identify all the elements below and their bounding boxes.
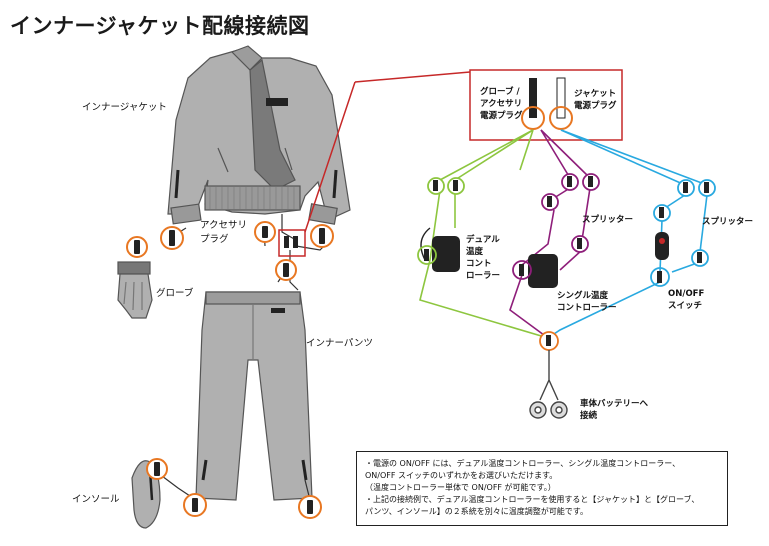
label-single-controller-2: コントローラー (557, 303, 617, 313)
garment-plugs (134, 226, 325, 514)
pants-illustration (195, 291, 313, 501)
jacket-illustration (167, 45, 351, 225)
battery-terminals (529, 350, 568, 419)
label-glove: グローブ (156, 287, 194, 299)
label-accessory-plug-2: プラグ (200, 233, 229, 245)
label-inner-jacket: インナージャケット (82, 102, 167, 113)
label-splitter-blue: スプリッター (702, 216, 753, 227)
notes-box: ・電源の ON/OFF には、デュアル温度コントローラー、シングル温度コントロー… (356, 451, 728, 526)
label-battery-2: 接続 (580, 410, 598, 421)
label-onoff-switch: ON/OFF (668, 289, 704, 299)
label-dual-controller-2: 温度 (466, 246, 484, 257)
label-glove-power-plug-3: 電源プラグ (480, 110, 523, 121)
label-glove-power-plug-2: アクセサリ (480, 98, 522, 109)
jacket-plug-callout-box (278, 229, 306, 257)
label-dual-controller-3: コント (466, 259, 492, 269)
green-harness (419, 129, 549, 339)
callout-leader-line (304, 81, 356, 233)
label-dual-controller-4: ローラー (466, 271, 500, 281)
label-glove-power-plug: グローブ / (480, 86, 520, 97)
dual-temperature-controller (417, 227, 460, 272)
label-dual-controller: デュアル (466, 234, 500, 245)
label-insole: インソール (72, 494, 120, 505)
label-battery: 車体バッテリーへ (580, 398, 649, 409)
note-line: ・電源の ON/OFF には、デュアル温度コントローラー、シングル温度コントロー… (365, 459, 681, 468)
glove-illustration (117, 261, 153, 319)
plug-detail-callout (469, 69, 623, 141)
label-jacket-power-plug: ジャケット (574, 89, 616, 99)
note-line: ON/OFF スイッチのいずれかをお選びいただけます。 (365, 471, 558, 480)
single-temperature-controller (512, 254, 558, 288)
label-onoff-switch-2: スイッチ (668, 301, 702, 311)
note-line: ・上記の接続例で、デュアル温度コントローラーを使用すると【ジャケット】と【グロー… (365, 495, 700, 504)
label-accessory-plug: アクセサリ (200, 220, 247, 231)
note-line: （温度コントローラー単体で ON/OFF が可能です。） (365, 483, 556, 492)
page-title: インナージャケット配線接続図 (10, 14, 310, 38)
jacket-power-plug-circle (549, 106, 573, 130)
onoff-switch (650, 232, 670, 287)
note-line: パンツ、インソール】の２系統を別々に温度調整が可能です。 (365, 507, 588, 516)
glove-power-plug-circle (521, 106, 545, 130)
label-jacket-power-plug-2: 電源プラグ (574, 100, 617, 111)
label-single-controller: シングル温度 (557, 290, 609, 301)
label-splitter-purple: スプリッター (582, 214, 633, 225)
label-inner-pants: インナーパンツ (306, 338, 373, 349)
